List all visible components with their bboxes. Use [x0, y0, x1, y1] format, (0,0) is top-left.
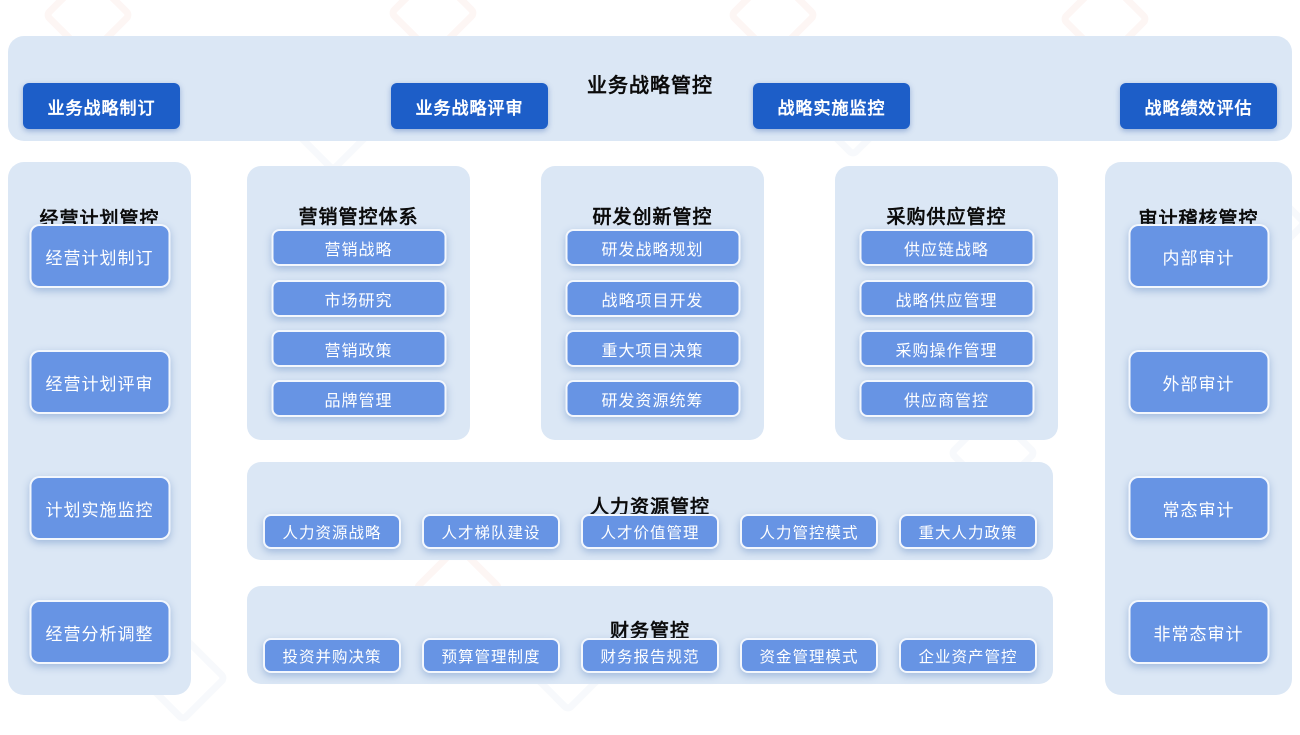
button-plan-implementation-monitoring[interactable]: 计划实施监控 — [29, 476, 170, 540]
panel-audit-control: 审计稽核管控 内部审计 外部审计 常态审计 非常态审计 — [1105, 162, 1292, 695]
button-supplier-control[interactable]: 供应商管控 — [859, 380, 1034, 417]
finance-button-row: 投资并购决策 预算管理制度 财务报告规范 资金管理模式 企业资产管控 — [263, 638, 1037, 673]
button-hr-strategy[interactable]: 人力资源战略 — [263, 514, 401, 549]
button-financial-reporting-standards[interactable]: 财务报告规范 — [581, 638, 719, 673]
panel-finance-control: 财务管控 投资并购决策 预算管理制度 财务报告规范 资金管理模式 企业资产管控 — [247, 586, 1053, 684]
button-strategic-project-development[interactable]: 战略项目开发 — [565, 280, 740, 317]
panel-operating-plan-control: 经营计划管控 经营计划制订 经营计划评审 计划实施监控 经营分析调整 — [8, 162, 191, 695]
panel-marketing-control: 营销管控体系 营销战略 市场研究 营销政策 品牌管理 — [247, 166, 470, 440]
panel-title-finance: 财务管控 — [609, 620, 690, 642]
button-strategy-implementation-monitoring[interactable]: 战略实施监控 — [753, 83, 910, 129]
panel-title-rnd: 研发创新管控 — [592, 206, 713, 228]
panel-title-marketing: 营销管控体系 — [298, 206, 419, 228]
button-marketing-strategy[interactable]: 营销战略 — [271, 229, 446, 266]
button-market-research[interactable]: 市场研究 — [271, 280, 446, 317]
button-business-strategy-formulation[interactable]: 业务战略制订 — [23, 83, 180, 129]
panel-title-procurement: 采购供应管控 — [886, 206, 1007, 228]
panel-rnd-innovation-control: 研发创新管控 研发战略规划 战略项目开发 重大项目决策 研发资源统筹 — [541, 166, 764, 440]
panel-title-hr: 人力资源管控 — [589, 496, 710, 518]
button-major-project-decision[interactable]: 重大项目决策 — [565, 330, 740, 367]
button-strategic-supply-management[interactable]: 战略供应管理 — [859, 280, 1034, 317]
button-investment-ma-decision[interactable]: 投资并购决策 — [263, 638, 401, 673]
button-business-strategy-review[interactable]: 业务战略评审 — [391, 83, 548, 129]
button-procurement-operation-management[interactable]: 采购操作管理 — [859, 330, 1034, 367]
button-regular-audit[interactable]: 常态审计 — [1128, 476, 1269, 540]
button-operating-plan-review[interactable]: 经营计划评审 — [29, 350, 170, 414]
hr-button-row: 人力资源战略 人才梯队建设 人才价值管理 人力管控模式 重大人力政策 — [263, 514, 1037, 549]
button-enterprise-asset-control[interactable]: 企业资产管控 — [899, 638, 1037, 673]
button-external-audit[interactable]: 外部审计 — [1128, 350, 1269, 414]
button-capital-management-model[interactable]: 资金管理模式 — [740, 638, 878, 673]
button-strategy-performance-evaluation[interactable]: 战略绩效评估 — [1120, 83, 1277, 129]
button-internal-audit[interactable]: 内部审计 — [1128, 224, 1269, 288]
button-budget-management-system[interactable]: 预算管理制度 — [422, 638, 560, 673]
button-rnd-resource-coordination[interactable]: 研发资源统筹 — [565, 380, 740, 417]
button-brand-management[interactable]: 品牌管理 — [271, 380, 446, 417]
button-major-hr-policy[interactable]: 重大人力政策 — [899, 514, 1037, 549]
panel-title-business-strategy: 业务战略管控 — [587, 74, 713, 97]
button-talent-value-management[interactable]: 人才价值管理 — [581, 514, 719, 549]
button-non-regular-audit[interactable]: 非常态审计 — [1128, 600, 1269, 664]
button-operation-analysis-adjustment[interactable]: 经营分析调整 — [29, 600, 170, 664]
button-rnd-strategy-planning[interactable]: 研发战略规划 — [565, 229, 740, 266]
button-marketing-policy[interactable]: 营销政策 — [271, 330, 446, 367]
panel-hr-control: 人力资源管控 人力资源战略 人才梯队建设 人才价值管理 人力管控模式 重大人力政… — [247, 462, 1053, 560]
button-supply-chain-strategy[interactable]: 供应链战略 — [859, 229, 1034, 266]
panel-procurement-supply-control: 采购供应管控 供应链战略 战略供应管理 采购操作管理 供应商管控 — [835, 166, 1058, 440]
button-talent-pipeline-building[interactable]: 人才梯队建设 — [422, 514, 560, 549]
panel-business-strategy-control: 业务战略管控 业务战略制订 业务战略评审 战略实施监控 战略绩效评估 — [8, 36, 1292, 141]
button-operating-plan-formulation[interactable]: 经营计划制订 — [29, 224, 170, 288]
button-hr-control-model[interactable]: 人力管控模式 — [740, 514, 878, 549]
